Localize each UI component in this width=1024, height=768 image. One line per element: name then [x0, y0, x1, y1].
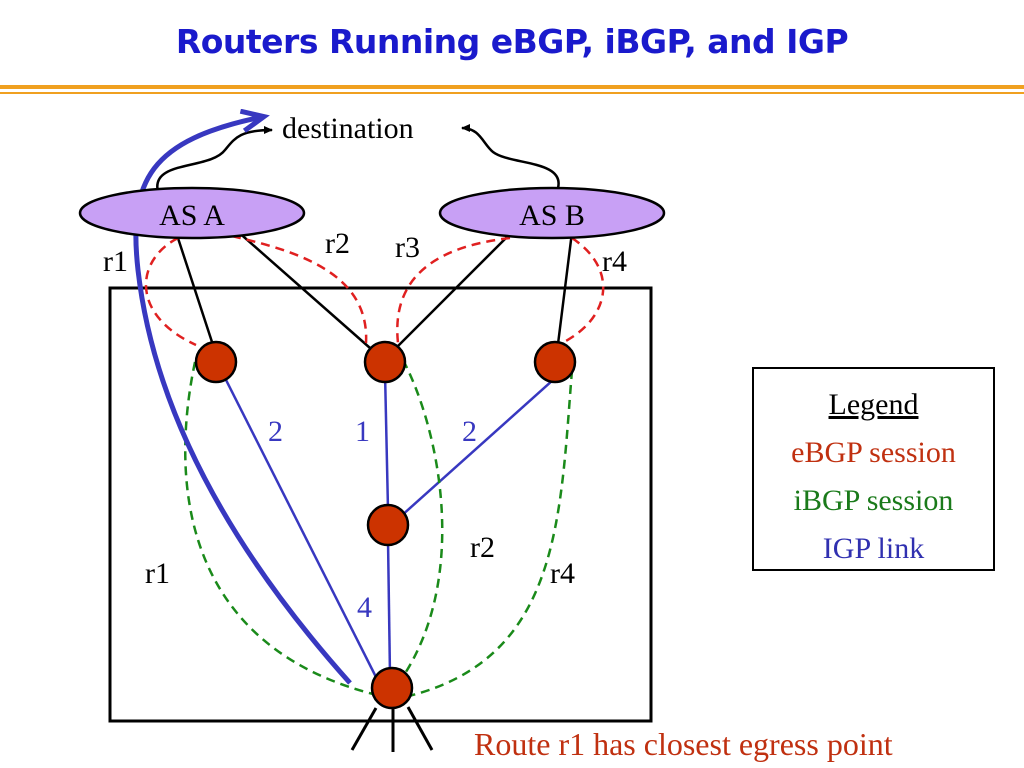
client-link-left — [350, 707, 378, 751]
as-a-to-destination-link — [156, 126, 273, 193]
title-divider-thin — [0, 92, 1024, 94]
igp-weight-center-top: 1 — [355, 415, 370, 448]
destination-label: destination — [282, 112, 414, 145]
ebgp-session-r2 — [231, 234, 368, 344]
ibgp-label-r4: r4 — [550, 557, 575, 590]
ebgp-session-r1 — [144, 236, 197, 347]
legend-ibgp-entry: iBGP session — [793, 484, 954, 517]
legend-ebgp-entry: eBGP session — [791, 436, 956, 469]
client-link-right — [406, 706, 434, 751]
title-divider — [0, 85, 1024, 89]
igp-weight-left: 2 — [268, 415, 283, 448]
legend-igp-entry: IGP link — [822, 532, 925, 565]
link-as-a-r1 — [174, 231, 214, 343]
router-r2-r3-border — [363, 340, 407, 384]
legend-box: Legend eBGP session iBGP session IGP lin… — [752, 367, 995, 571]
link-as-b-r4 — [556, 231, 574, 345]
ibgp-label-r1: r1 — [145, 557, 170, 590]
slide-caption: Route r1 has closest egress point — [474, 726, 893, 762]
igp-link-center-bottom — [386, 539, 392, 677]
as-a-label: AS A — [159, 199, 225, 232]
igp-weight-right: 2 — [462, 415, 477, 448]
link-as-a-r2 — [235, 229, 371, 349]
link-as-b-r3 — [395, 231, 513, 349]
as-boundary-box — [108, 286, 653, 723]
ibgp-session-r4 — [404, 369, 574, 699]
ebgp-label-r1: r1 — [103, 245, 128, 278]
router-bottom — [370, 666, 414, 710]
igp-link-right — [399, 379, 554, 518]
ebgp-session-r4 — [559, 236, 605, 346]
router-internal — [366, 503, 410, 547]
chosen-route-path — [133, 117, 352, 685]
router-r4-border — [533, 340, 577, 384]
igp-link-left — [220, 371, 380, 682]
as-a-cloud — [78, 186, 306, 240]
igp-weight-center-bottom: 4 — [357, 591, 372, 624]
ebgp-label-r3: r3 — [395, 231, 420, 264]
ibgp-label-r2: r2 — [470, 531, 495, 564]
as-b-cloud — [438, 186, 666, 240]
legend-title: Legend — [828, 388, 919, 421]
slide-title: Routers Running eBGP, iBGP, and IGP — [175, 22, 849, 61]
ebgp-session-r3 — [396, 236, 511, 344]
ibgp-session-r2 — [398, 359, 444, 682]
as-b-to-destination-link — [461, 124, 560, 189]
ebgp-label-r4: r4 — [602, 245, 627, 278]
igp-link-center-top — [383, 371, 390, 511]
router-r1-border — [194, 340, 238, 384]
ibgp-session-r1 — [184, 361, 386, 699]
as-b-label: AS B — [519, 199, 585, 232]
ebgp-label-r2: r2 — [325, 227, 350, 260]
